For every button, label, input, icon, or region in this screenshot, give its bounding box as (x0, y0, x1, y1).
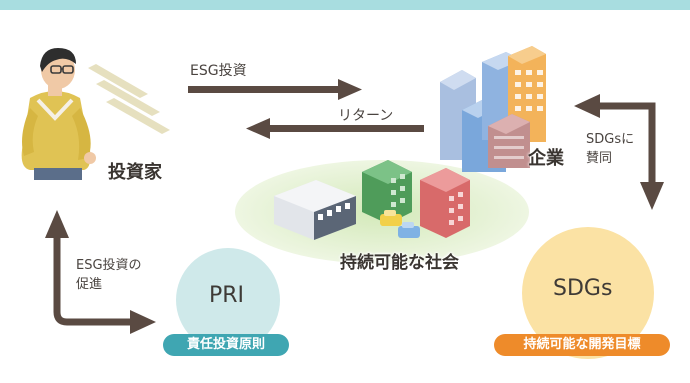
society-green-building-illustration (362, 160, 412, 224)
return-label: リターン (338, 108, 394, 124)
investor-stripes-decoration (88, 64, 170, 134)
esg-investment-label: ESG投資 (190, 63, 247, 79)
investor-label: 投資家 (108, 162, 162, 183)
society-cars-illustration (380, 210, 420, 238)
company-label: 企業 (528, 148, 564, 169)
company-buildings-illustration (440, 46, 546, 172)
sdgs-endorse-label: SDGsに 賛同 (586, 132, 635, 166)
pri-subtitle-pill: 責任投資原則 (163, 334, 289, 356)
sdgs-endorse-arrow (574, 94, 664, 210)
pri-circle (176, 248, 280, 352)
sdgs-title: SDGs (553, 276, 613, 301)
society-factory-illustration (274, 180, 356, 240)
pri-title: PRI (209, 283, 245, 308)
esg-promotion-label: ESG投資の 促進 (76, 258, 142, 292)
investor-illustration (21, 48, 96, 180)
top-band (0, 0, 690, 10)
sdgs-circle (522, 227, 654, 359)
return-arrow (246, 118, 424, 139)
society-red-building-illustration (420, 168, 470, 238)
sdgs-subtitle-pill: 持続可能な開発目標 (494, 334, 670, 356)
society-label: 持続可能な社会 (340, 253, 459, 273)
esg-investment-arrow (188, 79, 362, 100)
esg-promotion-arrow (45, 210, 156, 334)
